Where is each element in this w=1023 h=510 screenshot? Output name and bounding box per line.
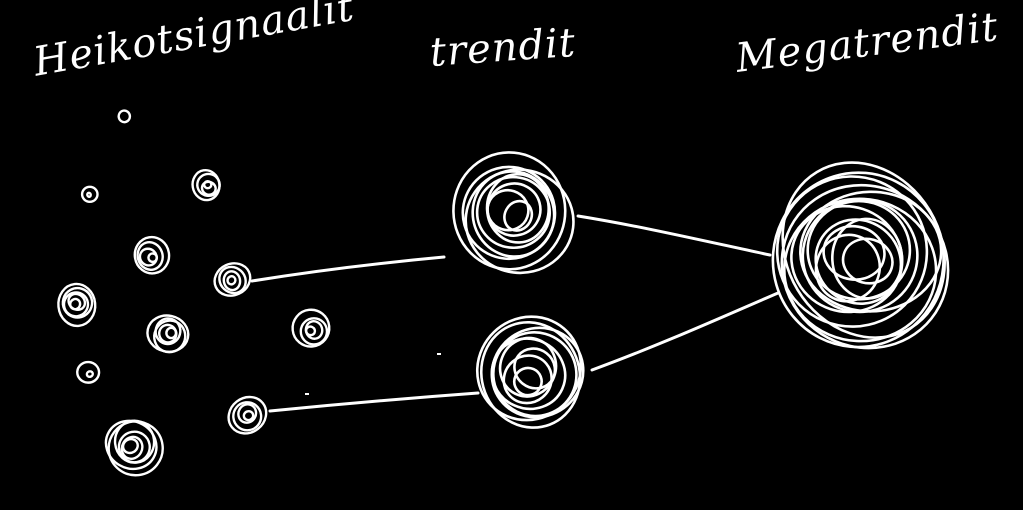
weak-signal-circle <box>146 314 190 354</box>
scribble-loop <box>227 395 268 435</box>
trend-circle-upper <box>452 151 575 275</box>
scribble-loop <box>67 292 87 312</box>
scribble-loop <box>512 366 543 397</box>
scribble-loop <box>291 308 331 348</box>
scribble-loop <box>782 197 938 343</box>
scribble-loop <box>806 199 912 301</box>
stray-mark <box>305 393 309 395</box>
scribble-loop <box>133 235 171 275</box>
connector-trend-upper-to-megatrend <box>576 214 772 257</box>
scribble-loop <box>461 165 557 261</box>
scribble-loop <box>57 282 97 328</box>
scribble-loop <box>191 168 221 202</box>
weak-signal-circle <box>133 235 171 275</box>
scribble-loop <box>146 314 190 353</box>
scribble-loop <box>452 151 567 271</box>
scribble-loop <box>502 354 553 405</box>
weak-signal-circle <box>191 168 221 202</box>
weak-signal-circle <box>213 262 252 297</box>
scribble-loop <box>117 109 132 124</box>
scribble-loop <box>136 241 164 271</box>
scribble-loop <box>120 435 144 461</box>
scribble-loop <box>86 191 92 199</box>
scribble-loop <box>218 265 247 295</box>
scribble-loop <box>771 171 945 349</box>
weak-signal-circle <box>57 282 97 328</box>
connector-signal-to-trend-lower <box>268 391 480 413</box>
scribble-loop <box>790 204 904 314</box>
scribble-loop <box>242 410 255 422</box>
scribble-loop <box>158 323 178 344</box>
weak-signal-circle <box>117 109 132 124</box>
weak-signal-circle <box>227 395 268 435</box>
scribble-loop <box>232 401 263 432</box>
scribble-loop <box>464 168 575 275</box>
connector-signal-to-trend-upper <box>250 255 446 283</box>
stray-mark <box>437 353 441 355</box>
weak-signal-circle <box>76 360 101 384</box>
scribble-loop <box>76 360 101 384</box>
scribble-loop <box>486 182 542 237</box>
trend-circle-lower <box>475 315 585 429</box>
scribble-loop <box>80 185 99 204</box>
scribble-loop <box>213 262 252 297</box>
scribble-loop <box>226 275 237 286</box>
scribble-circles <box>57 109 950 477</box>
scribble-loop <box>237 403 258 424</box>
connector-lines <box>250 214 780 413</box>
scribble-loop <box>107 420 164 477</box>
scribble-loop <box>61 286 94 319</box>
scribble-loop <box>799 190 943 313</box>
scribble-loop <box>104 419 158 471</box>
scribble-loop <box>85 370 95 379</box>
scribble-loop <box>475 315 583 422</box>
scribble-loop <box>200 180 217 196</box>
megatrend-circle <box>771 161 950 350</box>
weak-signal-circle <box>291 308 331 348</box>
scribble-loop <box>814 233 882 303</box>
scribble-loop <box>138 247 158 267</box>
scribble-loop <box>841 237 894 285</box>
weak-signal-circle <box>80 185 99 204</box>
weak-signal-circle <box>104 419 164 477</box>
scribble-loop <box>479 320 582 429</box>
scribble-loop <box>304 320 324 340</box>
scribble-loop <box>222 270 242 292</box>
scribble-loop <box>475 175 552 250</box>
scribble-loop <box>780 183 950 350</box>
connector-trend-lower-to-megatrend <box>590 291 780 372</box>
